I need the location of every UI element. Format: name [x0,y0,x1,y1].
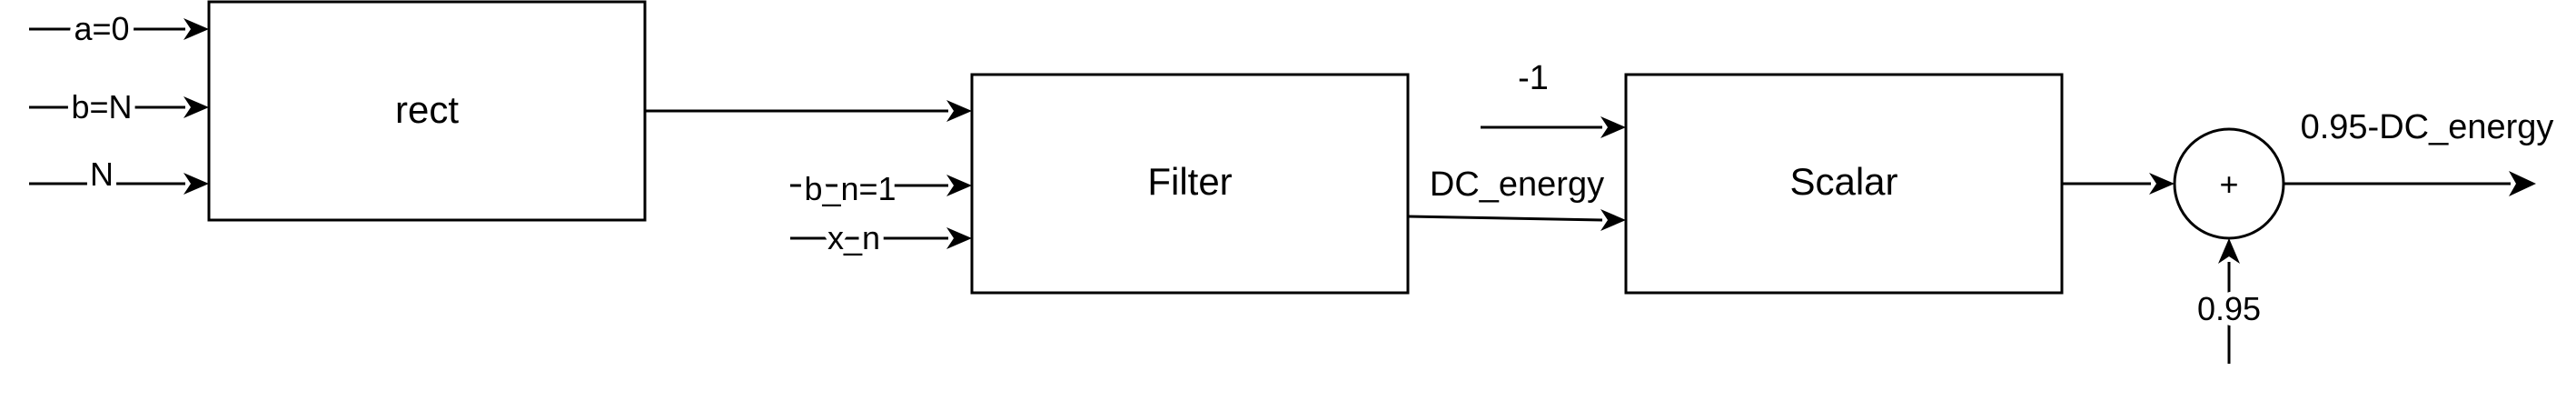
rect-to-filter-arrow [645,100,972,122]
output-label: 0.95-DC_energy [2301,108,2554,146]
gain-arrow [1481,116,1626,138]
input-a-arrow [29,18,209,40]
rect-block-label: rect [395,88,459,131]
input-bn-label: b_n=1 [804,170,896,207]
input-n-arrow [29,173,209,195]
filter-block-label: Filter [1147,160,1232,203]
scalar-to-sum-arrow [2062,173,2175,195]
gain-label: -1 [1518,59,1549,97]
offset-arrow [2218,238,2240,364]
scalar-block-label: Scalar [1789,160,1897,203]
sum-junction-label: + [2219,165,2238,203]
scalar-block: Scalar [1624,73,2064,295]
filter-block: Filter [970,73,1410,295]
filter-block-box [970,73,1410,295]
input-bn-arrow [790,175,972,196]
input-xn-label: x_n [827,219,880,256]
input-b-arrow [29,96,209,118]
offset-label: 0.95 [2197,290,2261,327]
dc-energy-arrow [1407,209,1626,231]
rect-block-box [207,0,647,222]
output-arrow [2284,171,2536,196]
dc-energy-label: DC_energy [1430,165,1604,204]
input-n-label: N [90,155,114,193]
scalar-block-box [1624,73,2064,295]
sum-junction: + [2173,127,2285,240]
input-xn-arrow [790,227,972,249]
input-a-label: a=0 [74,10,129,47]
input-b-label: b=N [71,88,132,125]
rect-block: rect [207,0,647,222]
